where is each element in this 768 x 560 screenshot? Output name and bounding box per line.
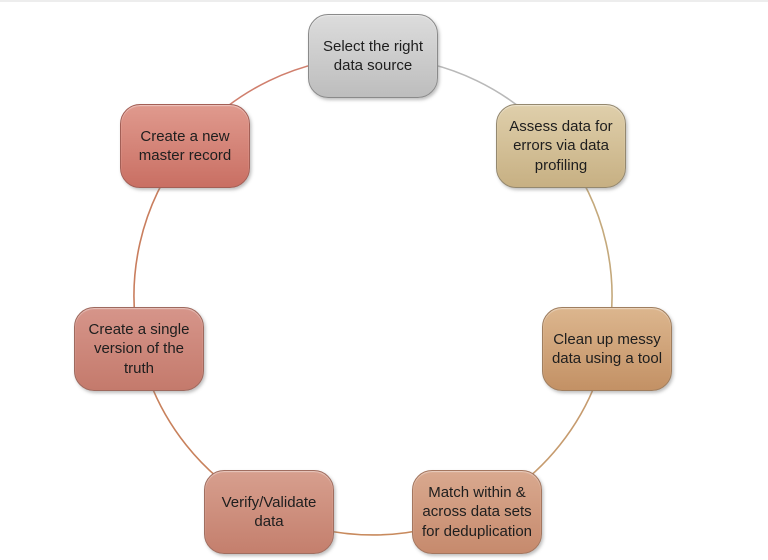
cycle-node-new-master-record: Create a new master record [120,104,250,188]
cycle-node-label: Select the right data source [322,37,424,74]
cycle-node-label: Create a single version of the truth [88,321,190,377]
cycle-node-label: Create a new master record [138,127,232,164]
cycle-node-assess-data: Assess data for errors via data profilin… [496,104,626,188]
cycle-node-clean-data: Clean up messy data using a tool [542,307,672,391]
cycle-node-verify-validate: Verify/Validate data [204,470,334,554]
cycle-node-label: Assess data for errors via data profilin… [509,118,613,174]
top-edge-line [0,0,768,2]
cycle-node-label: Match within & across data sets for dedu… [421,484,533,540]
cycle-node-label: Verify/Validate data [221,493,317,530]
cycle-node-match-dedup: Match within & across data sets for dedu… [412,470,542,554]
cycle-node-select-data-source: Select the right data source [308,14,438,98]
cycle-node-single-version: Create a single version of the truth [74,307,204,391]
cycle-node-label: Clean up messy data using a tool [551,330,663,367]
